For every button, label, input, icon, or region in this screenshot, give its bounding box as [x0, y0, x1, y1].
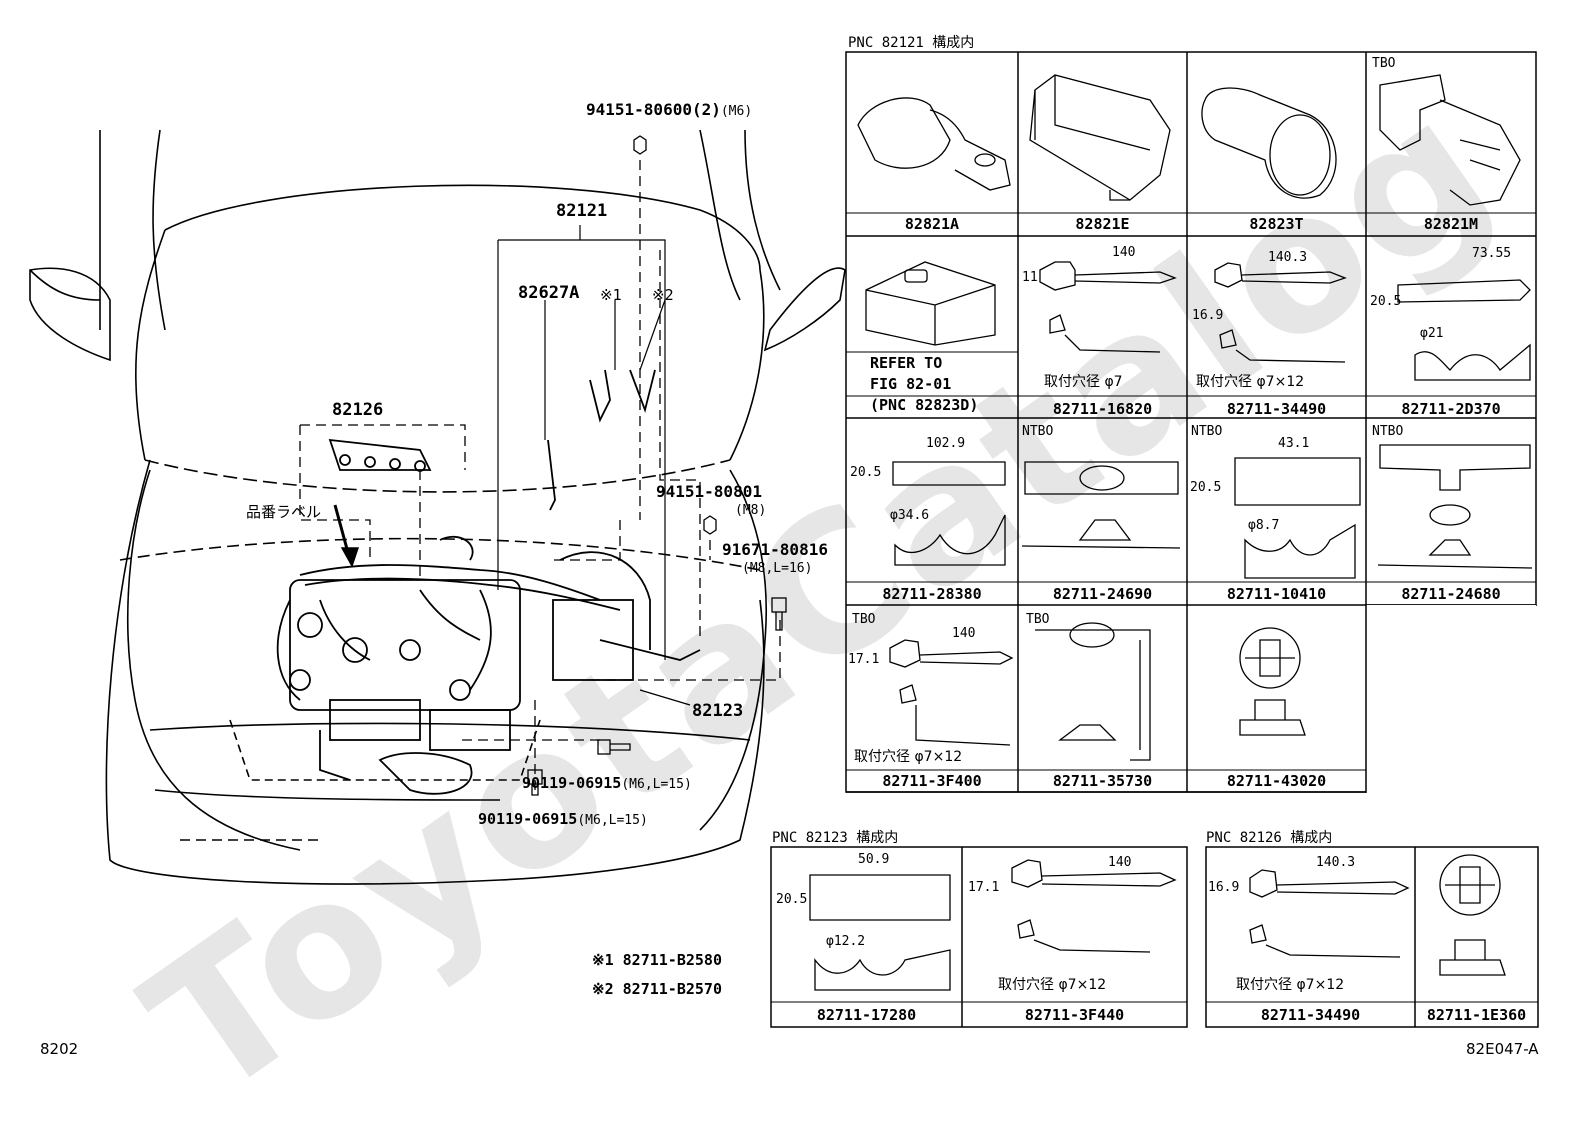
- hole-spec: 取付穴径 φ7: [1044, 374, 1123, 390]
- injector-harness-part: 82126: [332, 400, 384, 420]
- ntbo-tag: NTBO: [1191, 424, 1223, 439]
- part-cell-82711-28380[interactable]: 82711-28380: [882, 585, 982, 603]
- bolt-mid-size: (M8,L=16): [742, 561, 813, 576]
- table2-grid: [770, 846, 1188, 1028]
- refer-line-3: (PNC 82823D): [870, 396, 979, 414]
- part-cell-82821a[interactable]: 82821A: [904, 215, 960, 233]
- part-cell-82711-10410[interactable]: 82711-10410: [1226, 585, 1327, 603]
- harness-part-82121: 82121: [556, 201, 608, 221]
- dim-height: 20.5: [850, 465, 882, 480]
- part-sketches: [809, 74, 1533, 991]
- part-cell-82711-34490[interactable]: 82711-34490: [1226, 400, 1327, 418]
- mark2-label: ※2: [652, 286, 674, 304]
- bolt-a-part: 90119-06915(M6,L=15): [522, 774, 692, 793]
- dim-length: 102.9: [926, 436, 966, 451]
- part-cell-82711-2d370[interactable]: 82711-2D370: [1401, 400, 1501, 418]
- dim-length: 43.1: [1278, 436, 1310, 451]
- dim-length: 140: [1108, 855, 1132, 870]
- note-1: ※1 82711-B2580: [592, 951, 722, 969]
- page-code: 8202: [40, 1040, 79, 1058]
- refer-line-2: FIG 82-01: [870, 375, 952, 393]
- figure-id: 82E047-A: [1466, 1040, 1539, 1058]
- dim-length: 50.9: [858, 852, 890, 867]
- parts-diagram: [29, 51, 1539, 1028]
- ntbo-tag: NTBO: [1022, 424, 1054, 439]
- dim-length: 140: [1112, 245, 1136, 260]
- bolt-mid-part: 91671-80816: [722, 540, 828, 559]
- dim-length: 140.3: [1316, 855, 1356, 870]
- part-cell-82711-35730[interactable]: 82711-35730: [1052, 772, 1153, 790]
- part-cell-82711-24680[interactable]: 82711-24680: [1401, 585, 1501, 603]
- part-cell-82711-43020[interactable]: 82711-43020: [1226, 772, 1327, 790]
- dim-length: 140: [952, 626, 976, 641]
- dim-height: 11: [1022, 270, 1038, 285]
- dim-height: 16.9: [1192, 308, 1224, 323]
- part-cell-82711-17280[interactable]: 82711-17280: [816, 1006, 917, 1024]
- part-cell-82711-16820[interactable]: 82711-16820: [1052, 400, 1153, 418]
- dim-height: 17.1: [968, 880, 1000, 895]
- hole-spec: 取付穴径 φ7×12: [1196, 374, 1305, 390]
- harness-part-82123: 82123: [692, 701, 744, 721]
- part-cell-82821m[interactable]: 82821M: [1423, 215, 1479, 233]
- tbo-tag: TBO: [1026, 612, 1050, 627]
- dim-diameter: φ8.7: [1248, 518, 1280, 533]
- table3-grid: [1205, 846, 1539, 1028]
- ntbo-tag: NTBO: [1372, 424, 1404, 439]
- clip-part-82627a: 82627A: [518, 283, 580, 303]
- table3-header: PNC 82126 構成内: [1206, 830, 1333, 846]
- dim-height: 20.5: [1190, 480, 1222, 495]
- part-cell-82711-24690[interactable]: 82711-24690: [1052, 585, 1153, 603]
- part-cell-82711-1e360[interactable]: 82711-1E360: [1426, 1006, 1527, 1024]
- tie-sketch: [809, 261, 1533, 991]
- part-number-label-callout: 品番ラベル: [246, 503, 322, 521]
- dim-diameter: φ12.2: [826, 934, 866, 949]
- nut-mid-size: (M8): [735, 503, 767, 518]
- part-cell-82711-34490[interactable]: 82711-34490: [1260, 1006, 1361, 1024]
- hole-spec: 取付穴径 φ7×12: [1236, 977, 1345, 993]
- hole-spec: 取付穴径 φ7×12: [998, 977, 1107, 993]
- dim-height: 20.5: [1370, 294, 1402, 309]
- dim-length: 140.3: [1268, 250, 1308, 265]
- hole-spec: 取付穴径 φ7×12: [854, 749, 963, 765]
- dim-height: 20.5: [776, 892, 808, 907]
- vehicle-outline: [29, 129, 846, 885]
- tbo-tag: TBO: [1372, 56, 1396, 71]
- bolt-b-part: 90119-06915(M6,L=15): [478, 810, 648, 829]
- table2-header: PNC 82123 構成内: [772, 830, 899, 846]
- tbo-tag: TBO: [852, 612, 876, 627]
- part-cell-82711-3f400[interactable]: 82711-3F400: [882, 772, 982, 790]
- note-2: ※2 82711-B2570: [592, 980, 722, 998]
- part-cell-82821e[interactable]: 82821E: [1075, 215, 1130, 233]
- mark1-label: ※1: [600, 286, 622, 304]
- dim-length: 73.55: [1472, 246, 1512, 261]
- hardware: [527, 135, 787, 796]
- part-cell-82823t[interactable]: 82823T: [1249, 215, 1304, 233]
- dim-height: 16.9: [1208, 880, 1240, 895]
- part-cell-82711-3f440[interactable]: 82711-3F440: [1024, 1006, 1125, 1024]
- dim-diameter: φ34.6: [890, 508, 930, 523]
- nut-top-part: 94151-80600(2)(M6): [586, 100, 753, 120]
- dim-diameter: φ21: [1420, 326, 1444, 341]
- refer-line-1: REFER TO: [870, 354, 943, 372]
- table1-header: PNC 82121 構成内: [848, 35, 975, 51]
- dim-height: 17.1: [848, 652, 880, 667]
- nut-mid-part: 94151-80801: [656, 482, 762, 501]
